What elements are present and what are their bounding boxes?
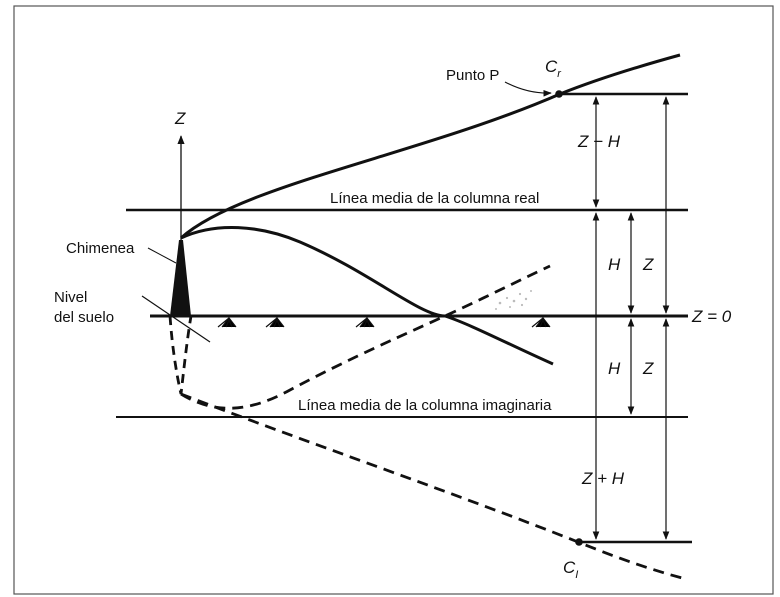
ground-pointer xyxy=(141,295,211,343)
label-ci: CI xyxy=(563,558,578,581)
chimney-pointer xyxy=(147,247,177,264)
plume-upper-boundary xyxy=(179,53,681,240)
label-z-minus-h: Z − H xyxy=(577,132,621,151)
label-linea-imaginaria: Línea media de la columna imaginaria xyxy=(298,397,552,414)
label-punto-p: Punto P xyxy=(446,67,499,84)
plume-lower-boundary xyxy=(180,226,554,366)
label-z-upper: Z xyxy=(642,255,654,274)
chimney-shape xyxy=(170,240,191,316)
punto-p-pointer xyxy=(504,81,552,97)
label-linea-real: Línea media de la columna real xyxy=(330,190,539,207)
label-z-axis: Z xyxy=(174,109,186,128)
label-del-suelo: del suelo xyxy=(54,309,114,326)
ground-hatch-marks xyxy=(217,317,551,328)
label-nivel: Nivel xyxy=(54,289,87,306)
reflection-smudge xyxy=(495,290,532,310)
label-z-eq-0: Z = 0 xyxy=(691,307,732,326)
label-h-upper: H xyxy=(608,255,621,274)
point-cr xyxy=(555,90,563,98)
point-ci xyxy=(575,538,583,546)
figure-frame xyxy=(13,5,774,595)
imaginary-plume-upper xyxy=(180,392,683,580)
label-chimenea: Chimenea xyxy=(66,240,135,257)
label-z-plus-h: Z + H xyxy=(581,469,625,488)
label-z-lower: Z xyxy=(642,359,654,378)
label-h-lower: H xyxy=(608,359,621,378)
imaginary-plume-lower xyxy=(180,264,551,410)
label-cr: Cr xyxy=(545,57,562,80)
